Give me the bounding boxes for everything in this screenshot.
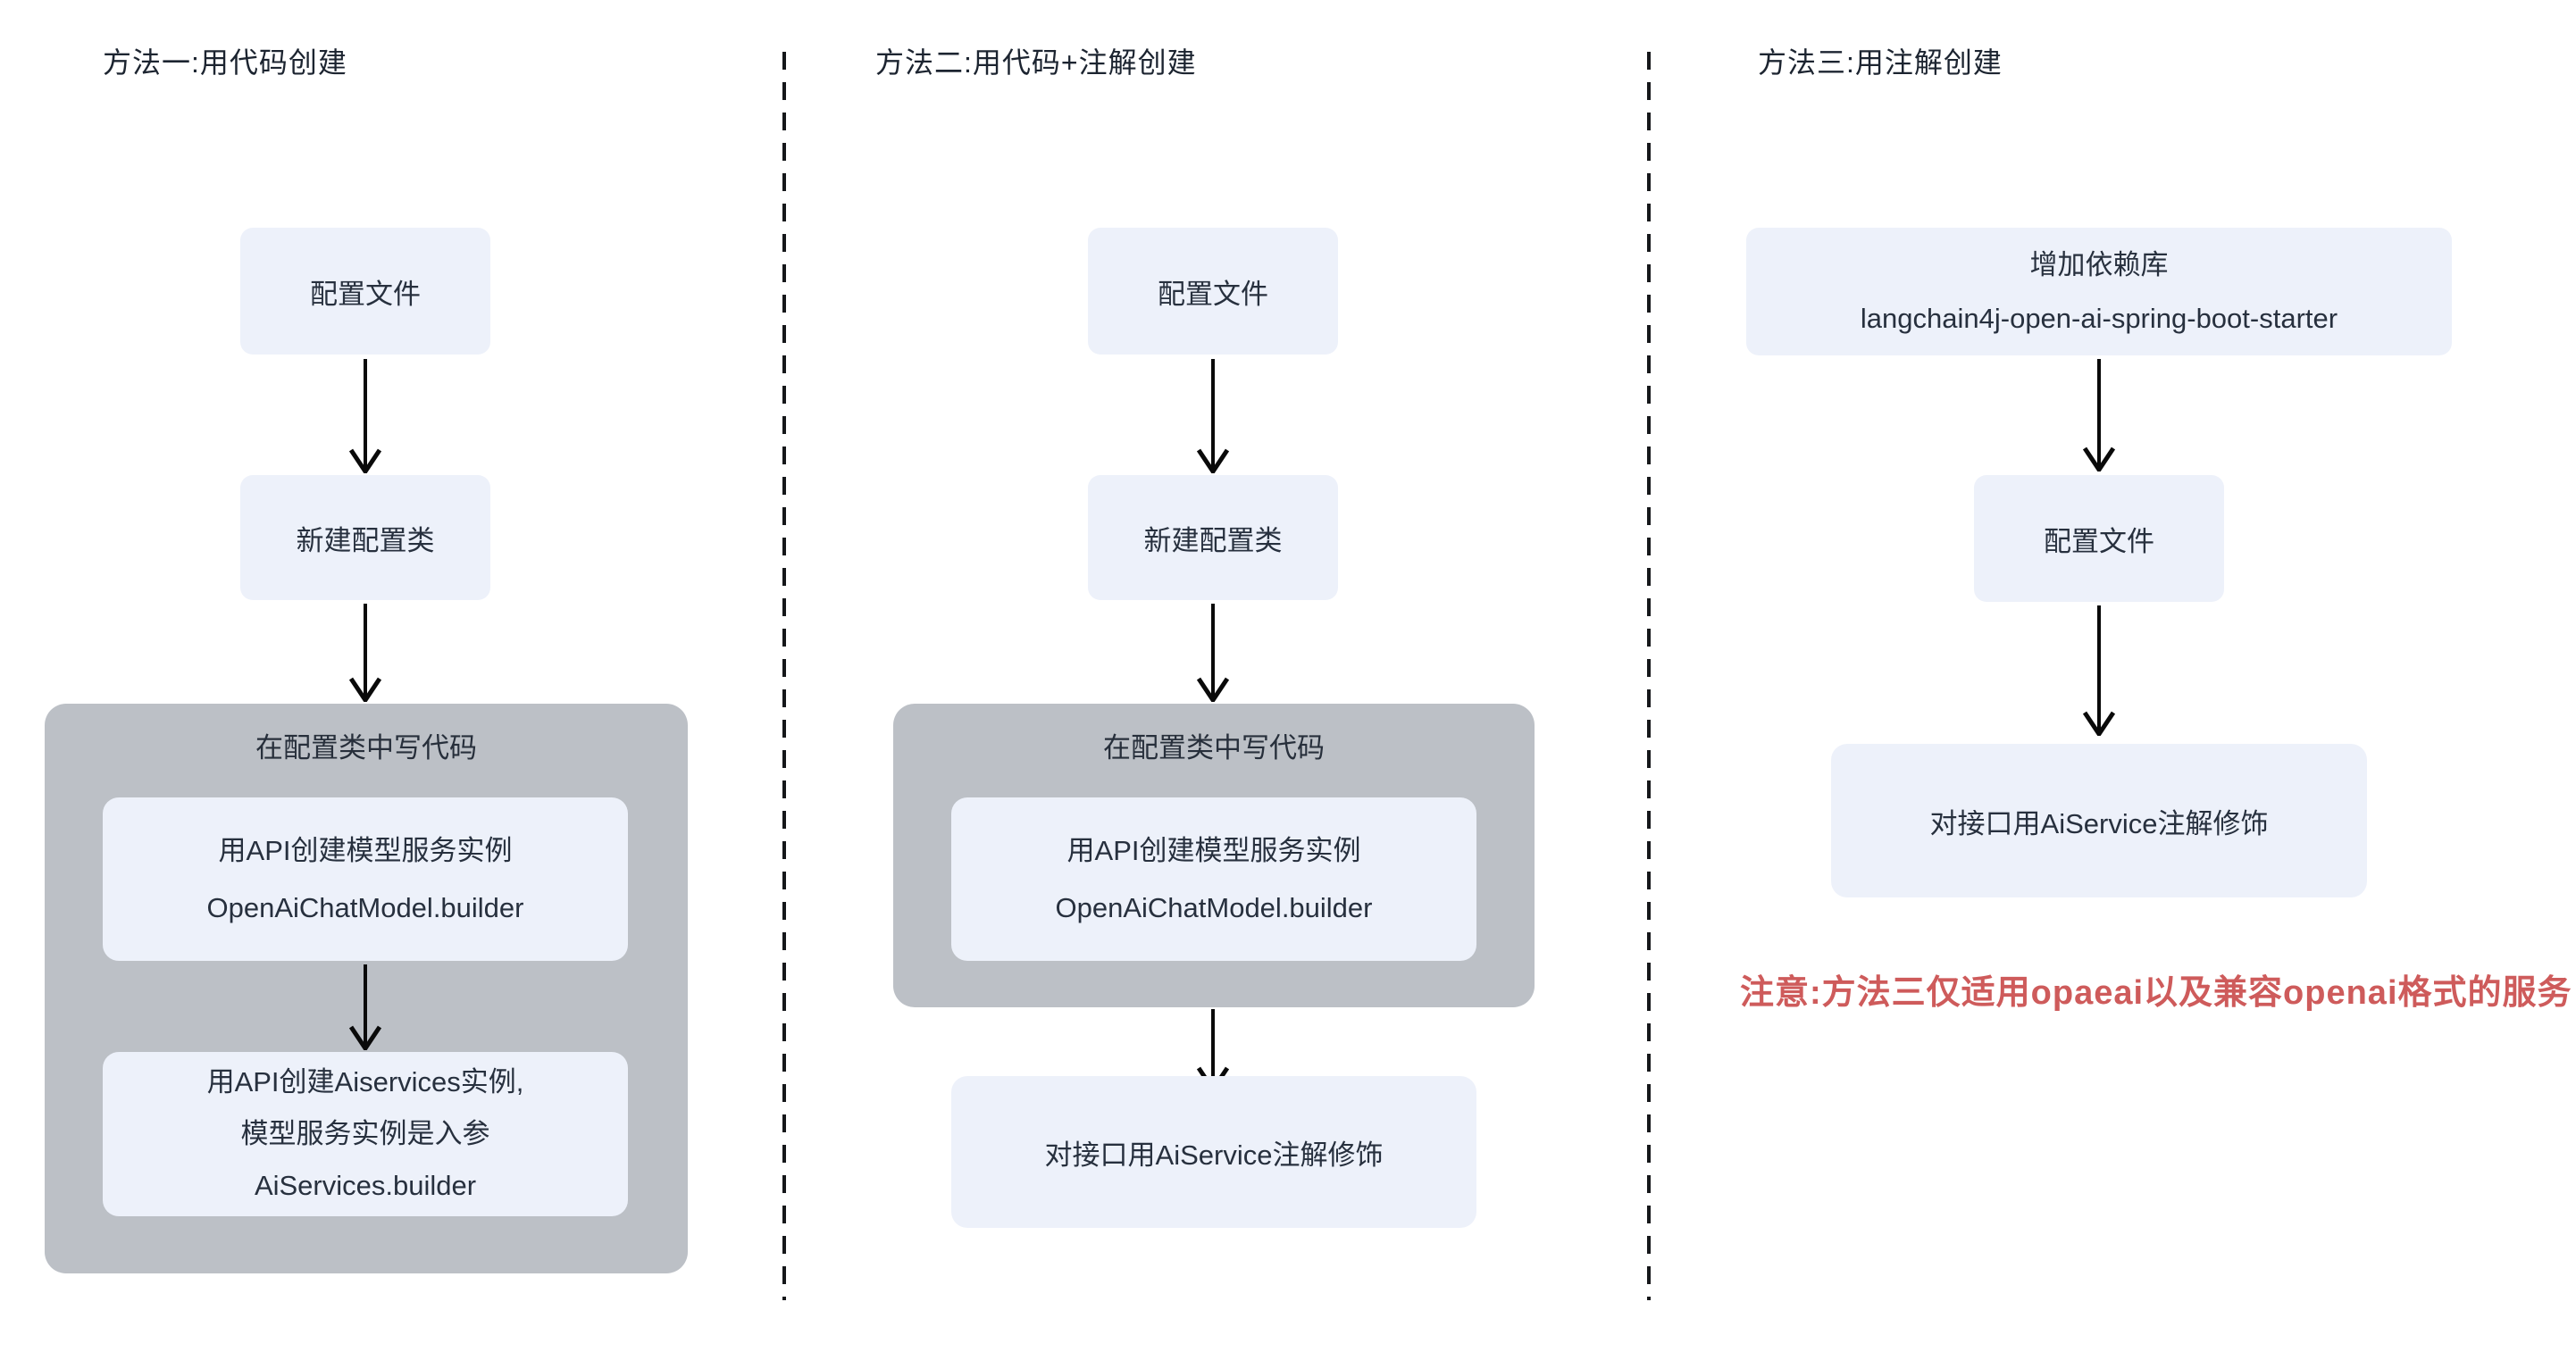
step-label: 对接口用AiService注解修饰 <box>1044 1139 1384 1171</box>
method-title: 方法二:用代码+注解创建 <box>875 46 1197 79</box>
method-title: 方法三:用注解创建 <box>1758 46 2003 79</box>
step-label: 配置文件 <box>2044 525 2154 557</box>
step-add-dependency: 增加依赖库 langchain4j-open-ai-spring-boot-st… <box>1746 228 2452 355</box>
flow-arrow-icon <box>1196 604 1230 702</box>
step-create-model-instance: 用API创建模型服务实例 OpenAiChatModel.builder <box>103 797 628 961</box>
step-label-line: 增加依赖库 <box>2029 248 2169 280</box>
step-label-line: 用API创建模型服务实例 <box>1066 834 1361 866</box>
step-label: 新建配置类 <box>296 524 435 556</box>
method-title: 方法一:用代码创建 <box>103 46 347 79</box>
step-label: 新建配置类 <box>1143 524 1283 556</box>
column-divider <box>1647 52 1651 1300</box>
step-config-file: 配置文件 <box>1088 228 1338 355</box>
step-new-config-class: 新建配置类 <box>240 475 490 600</box>
flow-arrow-icon <box>1196 359 1230 473</box>
warning-note: 注意:方法三仅适用opaeai以及兼容openai格式的服务 <box>1740 974 2572 1012</box>
flow-arrow-icon <box>2082 605 2116 736</box>
step-label-line: 用API创建模型服务实例 <box>218 834 513 866</box>
flow-arrow-icon <box>348 359 382 473</box>
step-label-line: OpenAiChatModel.builder <box>206 891 524 923</box>
step-label: 配置文件 <box>1158 278 1268 310</box>
flow-arrow-icon <box>348 964 382 1050</box>
column-divider <box>782 52 786 1300</box>
step-label-line: 模型服务实例是入参 <box>240 1118 490 1149</box>
step-new-config-class: 新建配置类 <box>1088 475 1338 600</box>
step-annotate-interface: 对接口用AiService注解修饰 <box>951 1076 1476 1228</box>
step-label: 配置文件 <box>310 278 421 310</box>
code-container-label: 在配置类中写代码 <box>255 732 477 764</box>
step-label-line: langchain4j-open-ai-spring-boot-starter <box>1860 302 2338 334</box>
step-create-aiservices-instance: 用API创建Aiservices实例, 模型服务实例是入参 AiServices… <box>103 1052 628 1216</box>
step-create-model-instance: 用API创建模型服务实例 OpenAiChatModel.builder <box>951 797 1476 961</box>
step-config-file: 配置文件 <box>240 228 490 355</box>
step-label-line: OpenAiChatModel.builder <box>1055 891 1373 923</box>
step-config-file: 配置文件 <box>1974 475 2224 602</box>
step-label: 对接口用AiService注解修饰 <box>1929 807 2269 839</box>
flow-arrow-icon <box>348 604 382 702</box>
step-label-line: AiServices.builder <box>254 1170 477 1201</box>
step-annotate-interface: 对接口用AiService注解修饰 <box>1831 744 2367 897</box>
code-container-label: 在配置类中写代码 <box>1103 732 1325 764</box>
step-label-line: 用API创建Aiservices实例, <box>206 1066 524 1097</box>
flow-arrow-icon <box>2082 359 2116 472</box>
